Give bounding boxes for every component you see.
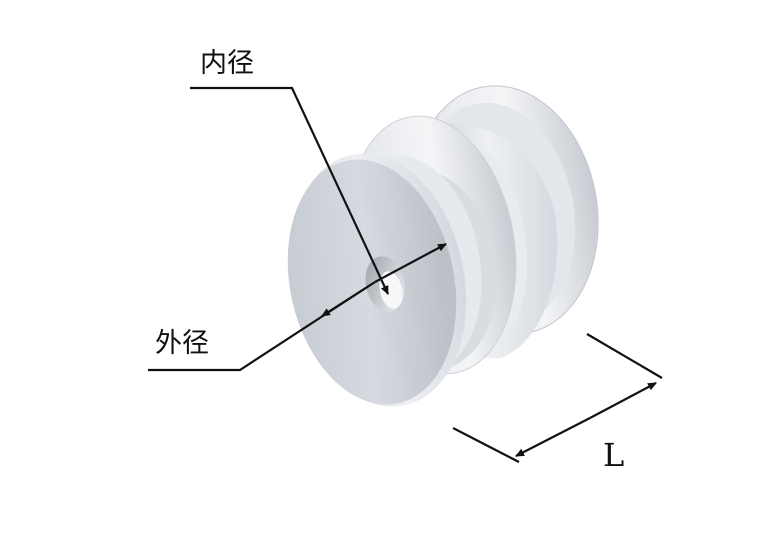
length-extension-right: [586, 333, 663, 379]
inner-diameter-callout: 内径: [190, 48, 389, 295]
length-arrow-left: [515, 417, 591, 457]
length-label: L: [603, 436, 624, 474]
outer-diameter-callout: 外径: [148, 243, 447, 372]
length-dimension: L: [452, 333, 663, 474]
outer-diameter-arrow-upper: [374, 243, 447, 283]
bore-hole: [365, 256, 405, 312]
inner-diameter-leader: [190, 86, 389, 295]
length-arrow-right: [589, 382, 657, 419]
outer-diameter-label: 外径: [155, 328, 209, 359]
outer-diameter-leader: [148, 281, 376, 372]
length-extension-left: [452, 427, 520, 463]
inner-diameter-label: 内径: [200, 48, 254, 79]
